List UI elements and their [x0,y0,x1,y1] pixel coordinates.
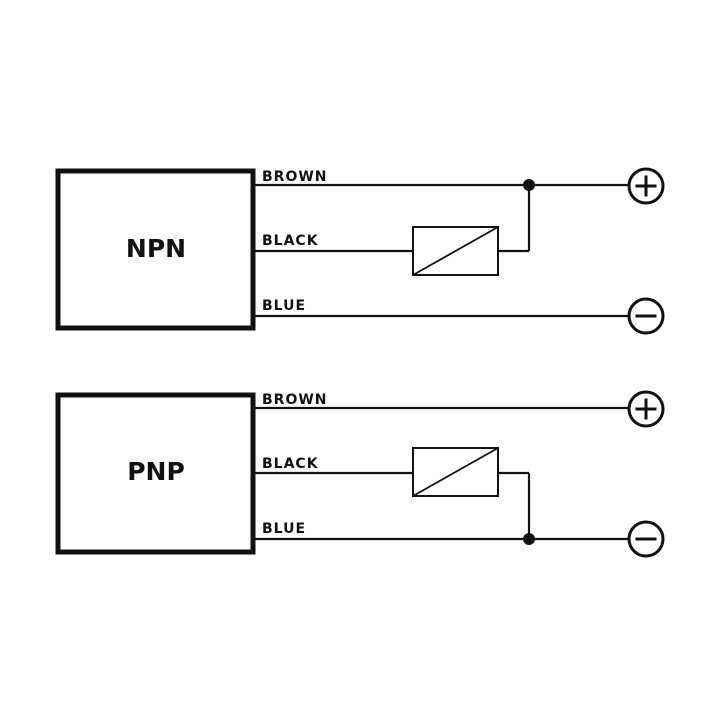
npn-black-label: BLACK [262,233,319,249]
pnp-load-slash [412,447,499,497]
pnp-junction-dot [523,533,535,545]
npn-blue-label: BLUE [262,298,306,314]
minus-circle-icon [627,520,665,558]
plus-circle-icon [627,167,665,205]
plus-circle-icon [627,390,665,428]
pnp-section: PNP BROWN BLACK BLUE [55,390,665,558]
pnp-blue-label: BLUE [262,521,306,537]
npn-load-slash [412,226,499,276]
pnp-load [412,447,499,497]
minus-circle-icon [627,297,665,335]
pnp-brown-label: BROWN [262,392,328,408]
npn-section: NPN BROWN BLACK BLUE [55,167,665,335]
npn-load [412,226,499,276]
pnp-box-label: PNP [127,457,185,486]
npn-sensor-box [55,168,256,331]
npn-brown-label: BROWN [262,169,328,185]
npn-junction-dot [523,179,535,191]
pnp-sensor-box [55,392,256,555]
pnp-black-label: BLACK [262,456,319,472]
npn-box-label: NPN [126,234,186,263]
